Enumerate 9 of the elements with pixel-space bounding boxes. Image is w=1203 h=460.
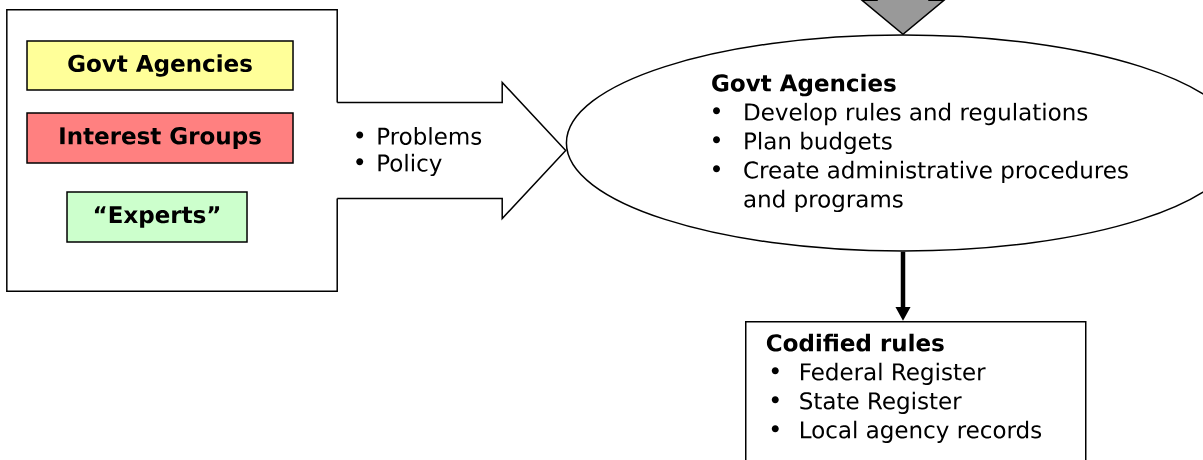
container-box [6,9,338,292]
group-box: Interest Groups [26,112,294,164]
group-box: “Experts” [66,191,248,243]
block-arrow [859,0,947,36]
block-arrow [336,80,567,221]
bullet-item: Policy [356,153,442,177]
text-box: Codified rules Federal Register State Register Local agency records [745,321,1087,460]
group-box: Govt Agencies [26,40,294,91]
bullet-item: Problems [356,127,482,145]
